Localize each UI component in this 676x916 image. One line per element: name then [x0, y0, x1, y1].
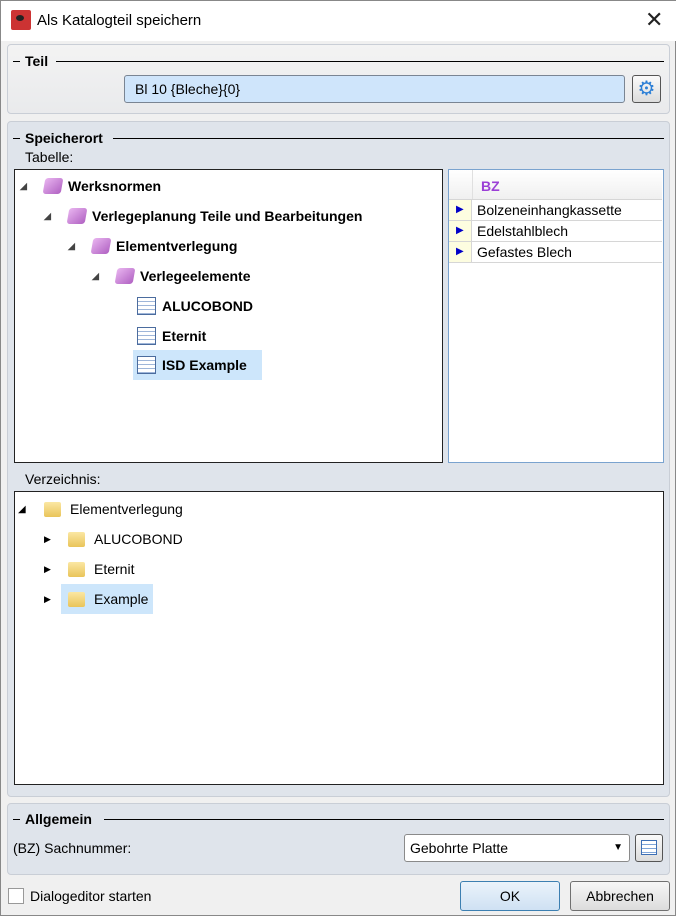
window-title: Als Katalogteil speichern — [37, 12, 202, 29]
expanded-icon[interactable]: ◢ — [68, 240, 75, 251]
table-icon — [137, 327, 156, 345]
tree-item-selected[interactable]: ISD Example — [133, 350, 262, 380]
sachnummer-label: (BZ) Sachnummer: — [13, 840, 132, 856]
tree-item[interactable]: ◢ Elementverlegung — [68, 231, 237, 261]
dialogeditor-checkbox[interactable] — [8, 888, 24, 904]
dialogeditor-label[interactable]: Dialogeditor starten — [30, 888, 152, 904]
close-icon[interactable]: ✕ — [645, 7, 664, 32]
tree-label: Verlegeelemente — [140, 268, 251, 284]
book-icon — [114, 268, 136, 284]
grid-row[interactable]: ▶ Edelstahlblech — [449, 221, 662, 242]
tree-item[interactable]: ◢ Verlegeplanung Teile und Bearbeitungen — [44, 201, 362, 231]
tree-label: Verlegeplanung Teile und Bearbeitungen — [92, 208, 363, 224]
cancel-button[interactable]: Abbrechen — [570, 881, 670, 911]
book-icon — [66, 208, 88, 224]
chevron-down-icon: ▼ — [613, 842, 623, 853]
grid-row[interactable]: ▶ Gefastes Blech — [449, 242, 662, 263]
grid-cell[interactable]: Gefastes Blech — [477, 244, 572, 260]
sachnummer-select[interactable]: Gebohrte Platte ▼ — [404, 834, 630, 862]
tree-label: ISD Example — [162, 357, 247, 373]
dir-label: Eternit — [94, 561, 135, 577]
tree-label: Elementverlegung — [116, 238, 238, 254]
dir-item-selected[interactable]: Example — [61, 584, 154, 614]
tree-item[interactable]: ◢ Verlegeelemente — [92, 261, 251, 291]
ok-button[interactable]: OK — [460, 881, 560, 911]
dir-item[interactable]: ▶ Example — [44, 584, 154, 614]
folder-icon — [44, 501, 61, 517]
tree-label: Eternit — [162, 328, 207, 344]
dir-item[interactable]: ◢ Elementverlegung — [18, 494, 183, 524]
grid-cell[interactable]: Bolzeneinhangkassette — [477, 202, 622, 218]
verzeichnis-label: Verzeichnis: — [25, 471, 101, 487]
row-indicator-icon: ▶ — [449, 221, 472, 241]
dir-label: ALUCOBOND — [94, 531, 183, 547]
grid-header: BZ — [449, 170, 662, 200]
table-icon — [641, 840, 657, 855]
row-indicator-icon: ▶ — [449, 242, 472, 262]
collapsed-icon[interactable]: ▶ — [44, 593, 51, 604]
app-icon — [11, 10, 31, 30]
settings-add-button[interactable]: ⚙ — [632, 75, 661, 103]
title-bar: Als Katalogteil speichern ✕ — [1, 1, 676, 41]
expanded-icon[interactable]: ◢ — [44, 210, 51, 221]
grid-row[interactable]: ▶ Bolzeneinhangkassette — [449, 200, 662, 221]
book-icon — [90, 238, 112, 254]
tree-label: ALUCOBOND — [162, 298, 253, 314]
teil-input[interactable]: Bl 10 {Bleche}{0} — [124, 75, 625, 103]
folder-icon — [68, 561, 85, 577]
dir-label: Elementverlegung — [70, 501, 183, 517]
expanded-icon[interactable]: ◢ — [20, 180, 27, 191]
dir-label: Example — [94, 591, 149, 607]
folder-icon — [68, 531, 85, 547]
row-indicator-icon: ▶ — [449, 200, 472, 220]
tree-label: Werksnormen — [68, 178, 162, 194]
collapsed-icon[interactable]: ▶ — [44, 563, 51, 574]
table-icon — [137, 297, 156, 315]
tree-item[interactable]: ALUCOBOND — [137, 291, 259, 321]
speicherort-heading: Speicherort — [25, 130, 103, 146]
grid-header-bz[interactable]: BZ — [481, 178, 500, 194]
gear-plus-icon: ⚙ — [637, 78, 656, 100]
collapsed-icon[interactable]: ▶ — [44, 533, 51, 544]
dir-item[interactable]: ▶ ALUCOBOND — [44, 524, 183, 554]
teil-heading: Teil — [25, 53, 49, 69]
allgemein-heading: Allgemein — [25, 811, 92, 827]
tree-item[interactable]: Eternit — [137, 321, 212, 351]
table-view-button[interactable] — [635, 834, 663, 862]
grid-cell[interactable]: Edelstahlblech — [477, 223, 569, 239]
expanded-icon[interactable]: ◢ — [92, 270, 99, 281]
expanded-icon[interactable]: ◢ — [18, 503, 26, 515]
directory-tree — [14, 491, 664, 785]
tree-item[interactable]: ◢ Werksnormen — [20, 171, 161, 201]
select-value: Gebohrte Platte — [410, 840, 509, 856]
dir-item[interactable]: ▶ Eternit — [44, 554, 134, 584]
bz-grid — [448, 169, 664, 463]
book-icon — [42, 178, 64, 194]
tabelle-label: Tabelle: — [25, 149, 74, 165]
folder-icon — [68, 591, 85, 607]
table-icon — [137, 356, 156, 374]
